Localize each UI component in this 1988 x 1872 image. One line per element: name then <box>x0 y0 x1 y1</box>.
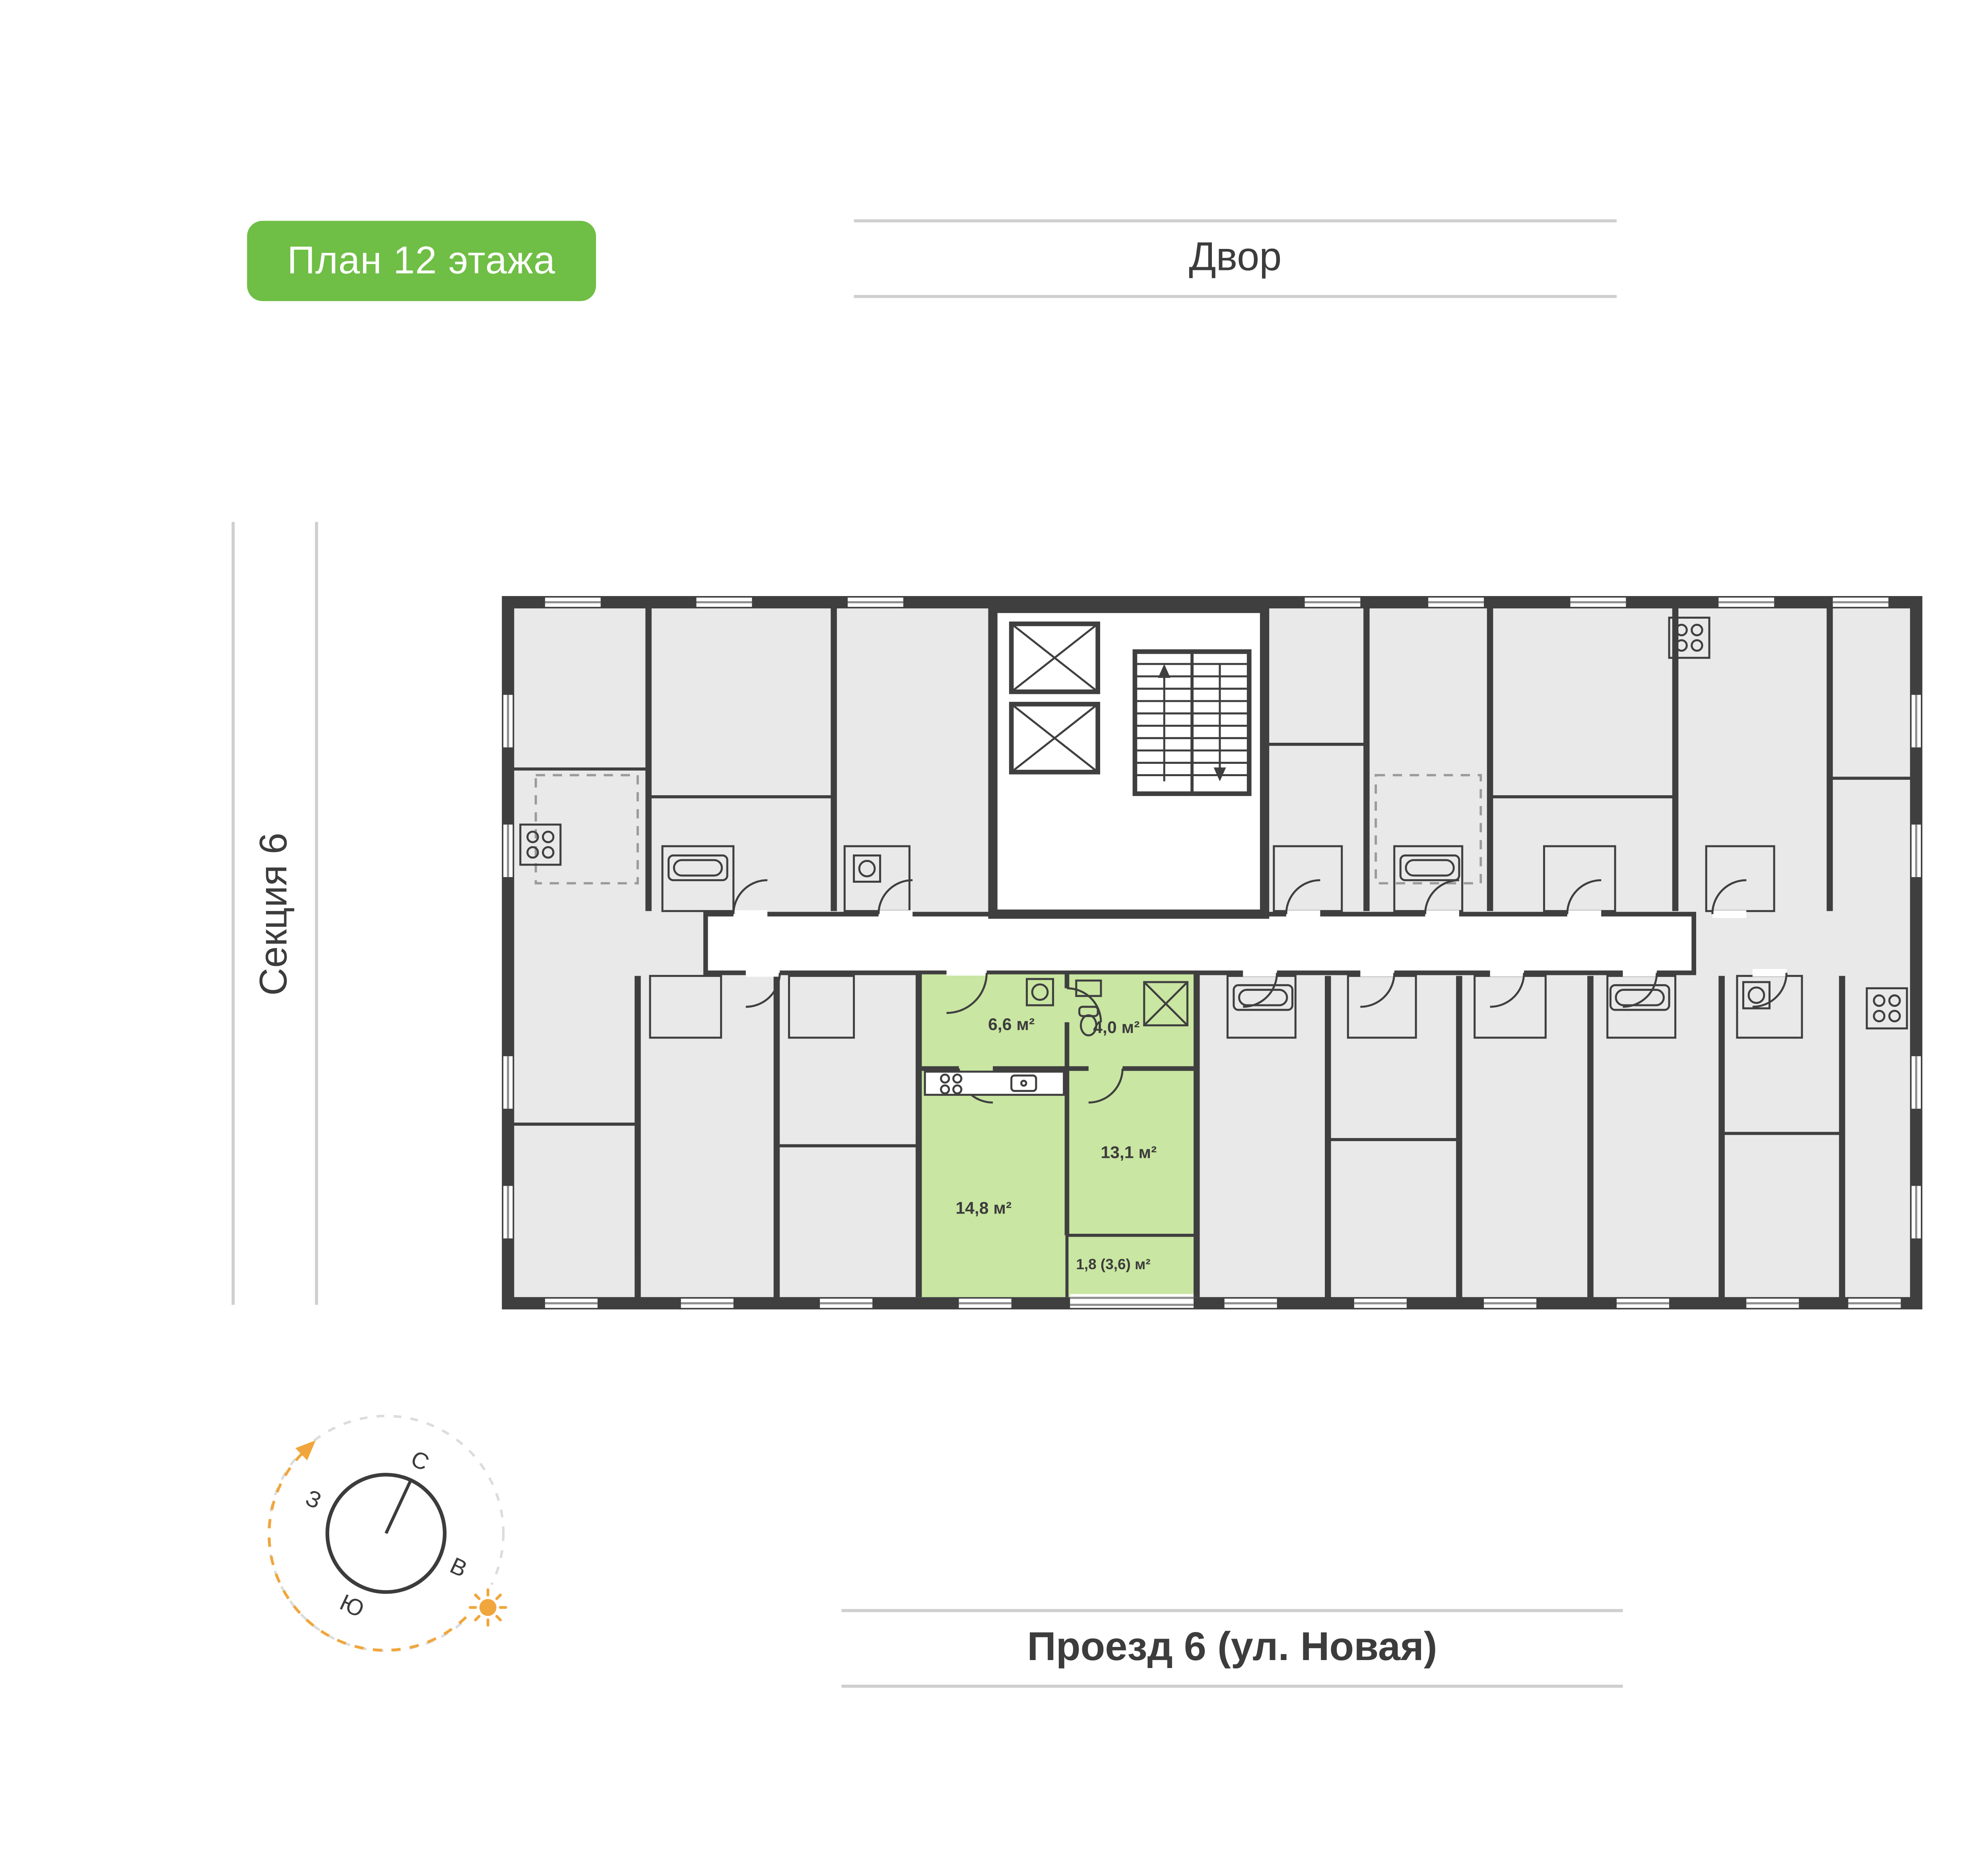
stove-icon <box>1668 616 1710 659</box>
section-label: Секция 6 <box>231 522 318 1305</box>
section-text: Секция 6 <box>252 832 296 995</box>
area-label-balcony: 1,8 (3,6) м² <box>1076 1256 1150 1272</box>
bathtub-icon <box>1609 984 1670 1011</box>
washer-icon <box>1742 981 1771 1010</box>
divider-line <box>854 295 1617 298</box>
apartment-door-arcs <box>946 973 1124 1104</box>
sun-icon <box>464 1584 511 1631</box>
bathroom-fixtures <box>1075 979 1188 1037</box>
kitchen-fixtures <box>924 1070 1065 1096</box>
area-label-hall: 6,6 м² <box>988 1015 1035 1034</box>
apartment-fill <box>918 974 1197 1297</box>
floor-plan-badge-label: План 12 этажа <box>287 239 556 282</box>
compass-dial <box>325 1473 447 1594</box>
floor-plan: 6,6 м² 4,0 м² 13,1 м² 14,8 м² 1,8 (3,6) … <box>502 596 1922 1310</box>
street-bottom-label: Проезд 6 (ул. Новая) <box>841 1609 1623 1688</box>
courtyard-text: Двор <box>1189 233 1282 280</box>
bathtub-icon <box>1233 984 1294 1011</box>
area-label-bathroom: 4,0 м² <box>1093 1018 1140 1037</box>
highlighted-apartment[interactable]: 6,6 м² 4,0 м² 13,1 м² 14,8 м² 1,8 (3,6) … <box>915 969 1200 1308</box>
stove-icon <box>519 823 562 866</box>
divider-line <box>854 219 1617 223</box>
area-label-room: 13,1 м² <box>1101 1143 1157 1162</box>
sun-path-arc <box>268 1449 489 1652</box>
walls-top-band <box>508 602 1916 911</box>
walls-bottom-band <box>508 976 1845 1303</box>
apartment-side-walls <box>915 974 1200 1297</box>
bathtub-icon <box>668 854 728 882</box>
windows <box>503 597 1921 1308</box>
compass-west-label: З <box>302 1485 325 1514</box>
street-bottom-text: Проезд 6 (ул. Новая) <box>1027 1623 1437 1670</box>
staircase-icon <box>1132 649 1252 796</box>
stove-icon <box>1866 987 1908 1029</box>
compass-east-label: В <box>446 1552 471 1582</box>
divider-line <box>841 1684 1623 1688</box>
elevator-shaft-icon <box>1009 621 1100 775</box>
arc-arrowhead-icon <box>295 1440 316 1460</box>
compass-south-label: Ю <box>336 1589 368 1623</box>
corridor-doors <box>732 879 1788 1008</box>
courtyard-label: Двор <box>854 219 1617 298</box>
compass-dashed-circle <box>267 1415 505 1652</box>
washer-icon <box>853 854 881 883</box>
compass-north-label: С <box>407 1445 433 1476</box>
corridor <box>703 912 1697 975</box>
stair-core <box>988 604 1270 919</box>
compass: С В Ю З <box>267 1415 511 1652</box>
divider-line <box>841 1609 1623 1612</box>
divider-line <box>231 522 235 1305</box>
area-label-kitchen: 14,8 м² <box>955 1198 1011 1218</box>
divider-line <box>315 522 318 1305</box>
compass-needle <box>384 1481 412 1534</box>
bathtub-icon <box>1399 854 1460 882</box>
balcony-walls <box>1065 1233 1197 1297</box>
washer-icon <box>1026 978 1054 1006</box>
floor-plan-badge: План 12 этажа <box>247 221 596 301</box>
plumbing-fixtures <box>519 616 1908 1029</box>
